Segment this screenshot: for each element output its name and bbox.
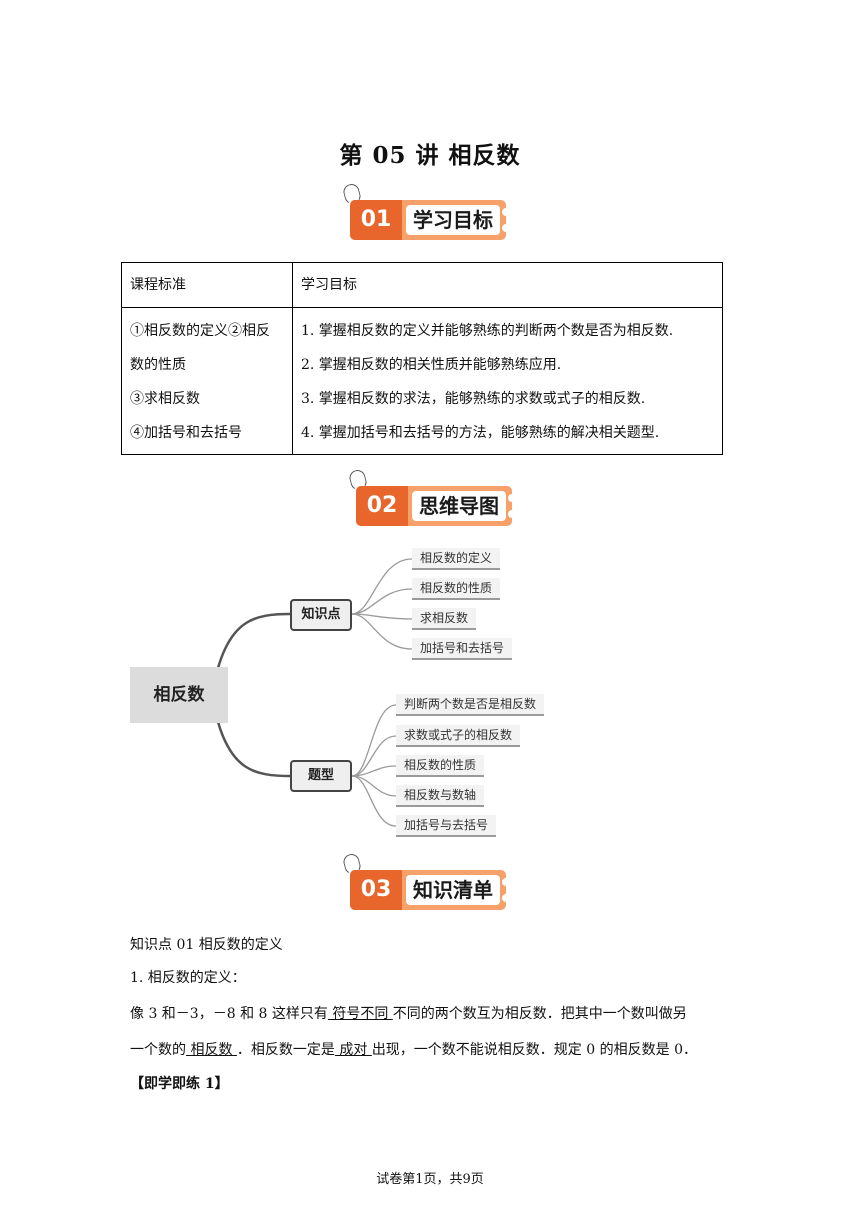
section-label: 学习目标 (406, 205, 500, 235)
mindmap-leaf: 相反数与数轴 (396, 785, 485, 807)
fill-blank: 成对 (334, 1042, 372, 1058)
table-header-standard: 课程标准 (121, 262, 293, 308)
standards-table: 课程标准 学习目标 ①相反数的定义②相反 数的性质 ③求相反数 ④加括号和去括号… (121, 262, 723, 455)
practice-heading: 【即学即练 1】 (130, 1076, 229, 1092)
page-title: 第 05 讲 相反数 (339, 142, 521, 169)
definition-paragraph-line2: 一个数的 相反数 ．相反数一定是 成对 出现，一个数不能说相反数．规定 0 的相… (130, 1042, 697, 1058)
section-badge-03: 03 知识清单 (340, 852, 510, 912)
mindmap-leaf: 加括号与去括号 (396, 815, 497, 837)
goals-cell: 1. 掌握相反数的定义并能够熟练的判断两个数是否为相反数. 2. 掌握相反数的相… (292, 307, 723, 455)
fill-blank: 相反数 (186, 1042, 237, 1058)
definition-paragraph-line1: 像 3 和－3，－8 和 8 这样只有 符号不同 不同的两个数互为相反数．把其中… (130, 1006, 687, 1022)
section-badge-01: 01 学习目标 (340, 182, 510, 242)
mindmap-leaf: 相反数的性质 (412, 578, 501, 600)
mindmap-leaf: 求相反数 (412, 608, 477, 630)
standard-line: 数的性质 (130, 357, 186, 373)
mindmap-leaf: 判断两个数是否是相反数 (396, 694, 545, 716)
section-number: 03 (350, 870, 402, 910)
mindmap-branch-question-types: 题型 (290, 760, 352, 792)
goal-line: 2. 掌握相反数的相关性质并能够熟练应用. (301, 357, 562, 373)
mindmap-leaf: 相反数的定义 (412, 548, 501, 570)
section-badge-02: 02 思维导图 (346, 468, 516, 528)
standard-line: ④加括号和去括号 (130, 425, 242, 441)
section-label: 知识清单 (406, 875, 500, 905)
table-header-goal: 学习目标 (292, 262, 723, 308)
section-number: 01 (350, 200, 402, 240)
mindmap-branch-knowledge: 知识点 (290, 599, 352, 631)
mindmap-leaf: 加括号和去括号 (412, 638, 513, 660)
goal-line: 3. 掌握相反数的求法，能够熟练的求数或式子的相反数. (301, 391, 646, 407)
knowledge-point-heading: 知识点 01 相反数的定义 (130, 937, 283, 953)
goal-line: 4. 掌握加括号和去括号的方法，能够熟练的解决相关题型. (301, 425, 660, 441)
mindmap-leaf: 相反数的性质 (396, 755, 485, 777)
standards-cell: ①相反数的定义②相反 数的性质 ③求相反数 ④加括号和去括号 (121, 307, 293, 455)
section-number: 02 (356, 486, 408, 526)
mindmap-root: 相反数 (130, 667, 228, 723)
page-footer: 试卷第1页，共9页 (376, 1172, 484, 1187)
fill-blank: 符号不同 (327, 1006, 393, 1022)
section-label: 思维导图 (412, 491, 506, 521)
standard-line: ③求相反数 (130, 391, 200, 407)
goal-line: 1. 掌握相反数的定义并能够熟练的判断两个数是否为相反数. (301, 323, 674, 339)
definition-item: 1. 相反数的定义： (130, 970, 246, 986)
standard-line: ①相反数的定义②相反 (130, 323, 270, 339)
mindmap-leaf: 求数或式子的相反数 (396, 725, 521, 747)
